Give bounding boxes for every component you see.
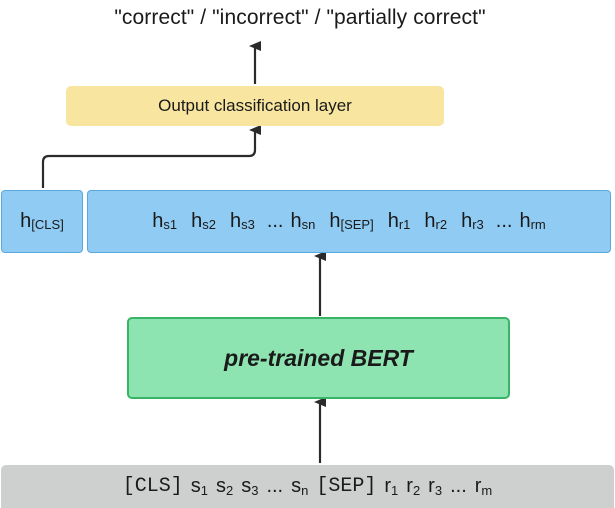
bert-label: pre-trained BERT [224, 344, 413, 371]
hidden-token: h[SEP] [329, 210, 374, 232]
hidden-token: hrm [519, 210, 546, 232]
hidden-token: hr1 [387, 210, 411, 232]
input-token: [SEP] [316, 475, 377, 498]
output-classification-layer: Output classification layer [66, 86, 444, 126]
classification-layer-label: Output classification layer [158, 96, 352, 115]
arrow-cls-to-classifier [41, 125, 261, 188]
input-token-sequence: [CLS] s1 s2 s3... sn [SEP] r1 r2 r3... rm [1, 465, 614, 508]
input-token: ... [450, 475, 467, 497]
hidden-token: hs1 [152, 210, 178, 232]
hidden-token: hr3 [461, 210, 484, 232]
input-token: ... [266, 475, 284, 497]
hidden-token: hsn [290, 210, 316, 232]
hidden-token: ... [495, 210, 513, 232]
input-token: r3 [428, 475, 443, 498]
input-token: rm [474, 475, 493, 498]
input-token: r1 [384, 475, 399, 498]
input-token: s3 [241, 475, 259, 498]
input-token: s1 [190, 475, 208, 498]
hidden-token: hs2 [191, 210, 216, 232]
hidden-token: hs3 [229, 210, 255, 232]
output-label: "correct" / "incorrect" / "partially cor… [114, 6, 486, 29]
hidden-state-cls-box: h[CLS] [1, 190, 83, 253]
input-token: s2 [215, 475, 234, 498]
hidden-token: hr2 [424, 210, 448, 232]
pretrained-bert-block: pre-trained BERT [127, 317, 510, 399]
input-token: r2 [406, 475, 421, 498]
hidden-states-sequence-box: hs1 hs2 hs3... hsn h[SEP] hr1 hr2 hr3... hrm [87, 190, 611, 253]
input-token: sn [291, 475, 309, 498]
hidden-token: ... [266, 210, 284, 232]
hidden-token-cls: h[CLS] [20, 210, 64, 232]
input-token: [CLS] [122, 475, 183, 498]
